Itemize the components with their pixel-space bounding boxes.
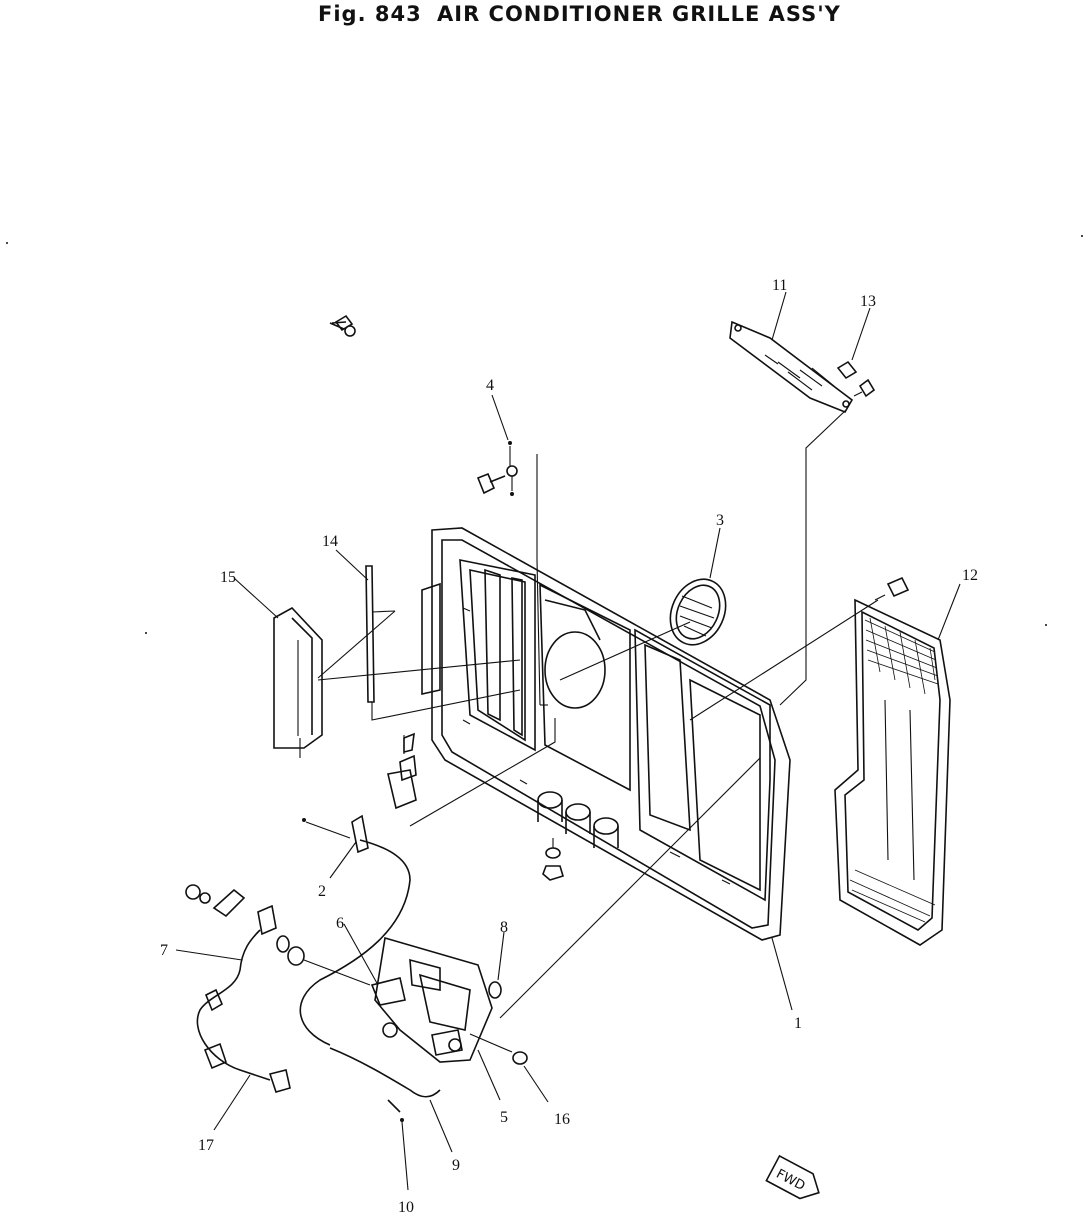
upper-cover-plate-part[interactable] (729, 320, 854, 413)
callout-9: 9 (452, 1157, 460, 1174)
callout-leader-lines (175, 291, 961, 1191)
forward-direction-label: FWD (774, 1167, 808, 1194)
nut-and-clip-part[interactable] (185, 884, 371, 986)
callout-14: 14 (322, 533, 338, 550)
callout-15: 15 (220, 569, 236, 586)
side-panel-screw-part[interactable] (329, 321, 356, 337)
rod-part[interactable] (365, 565, 375, 703)
figure-title-bar: Fig. 843 AIR CONDITIONER GRILLE ASS'Y (0, 2, 1090, 34)
callout-17: 17 (198, 1137, 214, 1154)
bolt-washer-part[interactable] (476, 441, 518, 496)
scan-specks (6, 235, 1083, 634)
clip-screw-part[interactable] (836, 360, 876, 398)
control-bracket-part[interactable] (370, 936, 493, 1063)
cable-clamp-part[interactable] (299, 814, 411, 1046)
callout-6: 6 (336, 915, 344, 932)
callout-16: 16 (554, 1111, 570, 1128)
wiring-harness-part[interactable] (196, 904, 291, 1093)
callout-2: 2 (318, 883, 326, 900)
callout-labels: 1 2 3 4 5 6 7 8 9 10 11 12 13 14 15 16 1… (160, 277, 978, 1216)
grommet-part[interactable] (469, 981, 528, 1065)
callout-13: 13 (860, 293, 876, 310)
forward-direction-badge: FWD (765, 1154, 820, 1200)
callout-11: 11 (772, 277, 787, 294)
assembly-leader-lines (299, 409, 879, 1019)
callout-10: 10 (398, 1199, 414, 1216)
figure-title: AIR CONDITIONER GRILLE ASS'Y (437, 2, 841, 26)
round-vent-part[interactable] (660, 570, 736, 654)
control-cable-part[interactable] (329, 1047, 441, 1122)
callout-8: 8 (500, 919, 508, 936)
callout-5: 5 (500, 1109, 508, 1126)
callout-4: 4 (486, 377, 494, 394)
center-nut-stack-part[interactable] (542, 838, 564, 881)
side-panel-part[interactable] (273, 314, 354, 749)
callout-12: 12 (962, 567, 978, 584)
figure-number: Fig. 843 (318, 2, 422, 26)
callout-3: 3 (716, 512, 724, 529)
mount-bracket-part[interactable] (387, 732, 417, 810)
callout-1: 1 (794, 1015, 802, 1032)
grille-frame-part[interactable] (421, 527, 791, 941)
side-grille-part[interactable] (834, 576, 951, 946)
callout-7: 7 (160, 942, 168, 959)
